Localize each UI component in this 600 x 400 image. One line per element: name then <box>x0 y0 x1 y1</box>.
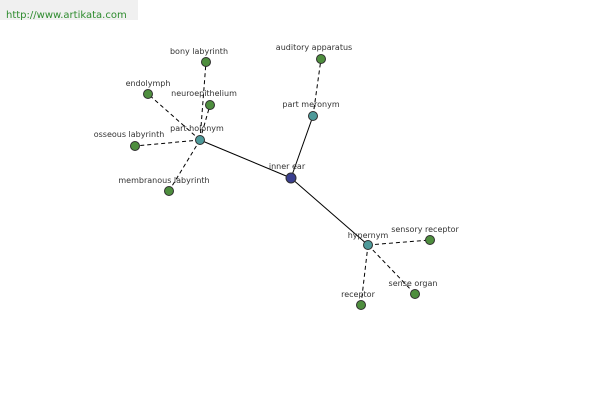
node-label-part-meronym: part meronym <box>282 100 339 109</box>
nodes-layer <box>130 54 435 310</box>
node-receptor[interactable] <box>356 300 366 310</box>
node-sensory-receptor[interactable] <box>425 235 435 245</box>
node-part-meronym[interactable] <box>308 111 318 121</box>
node-neuroepithelium[interactable] <box>205 100 215 110</box>
node-bony-labyrinth[interactable] <box>201 57 211 67</box>
edge-part-meronym-to-auditory-apparatus <box>312 58 322 117</box>
source-link[interactable]: http://www.artikata.com <box>6 10 127 21</box>
node-hypernym[interactable] <box>363 240 373 250</box>
node-label-hypernym: hypernym <box>348 231 389 240</box>
node-label-receptor: receptor <box>341 290 375 299</box>
node-osseous-labyrinth[interactable] <box>130 141 140 151</box>
node-part-holonym[interactable] <box>195 135 205 145</box>
edge-part-holonym-to-endolymph <box>147 93 201 141</box>
node-label-inner-ear: inner ear <box>269 162 306 171</box>
node-label-neuroepithelium: neuroepithelium <box>171 89 237 98</box>
node-inner-ear[interactable] <box>285 172 297 184</box>
node-label-auditory-apparatus: auditory apparatus <box>276 43 352 52</box>
node-label-bony-labyrinth: bony labyrinth <box>170 47 228 56</box>
node-sense-organ[interactable] <box>410 289 420 299</box>
edge-hypernym-to-sensory-receptor <box>367 239 431 246</box>
node-membranous-labyrinth[interactable] <box>164 186 174 196</box>
node-label-sensory-receptor: sensory receptor <box>391 225 459 234</box>
edge-inner-ear-to-part-meronym <box>290 115 314 179</box>
node-label-osseous-labyrinth: osseous labyrinth <box>94 130 165 139</box>
edge-part-holonym-to-neuroepithelium <box>199 104 211 141</box>
node-label-part-holonym: part holonym <box>170 124 224 133</box>
edges-layer <box>134 58 431 306</box>
edge-hypernym-to-receptor <box>360 244 369 306</box>
edge-part-holonym-to-membranous-labyrinth <box>168 139 201 192</box>
edge-inner-ear-to-part-holonym <box>199 139 292 179</box>
node-label-sense-organ: sense organ <box>389 279 438 288</box>
edge-hypernym-to-sense-organ <box>367 244 416 295</box>
node-label-membranous-labyrinth: membranous labyrinth <box>118 176 209 185</box>
edge-part-holonym-to-osseous-labyrinth <box>134 139 201 147</box>
labels-layer: inner ear part meronym part holonym hyperny… <box>94 43 460 299</box>
node-endolymph[interactable] <box>143 89 153 99</box>
node-label-endolymph: endolymph <box>126 79 171 88</box>
node-auditory-apparatus[interactable] <box>316 54 326 64</box>
edge-part-holonym-to-bony-labyrinth <box>199 61 207 141</box>
source-bar: http://www.artikata.com <box>0 0 138 21</box>
edge-inner-ear-to-hypernym <box>290 177 369 246</box>
